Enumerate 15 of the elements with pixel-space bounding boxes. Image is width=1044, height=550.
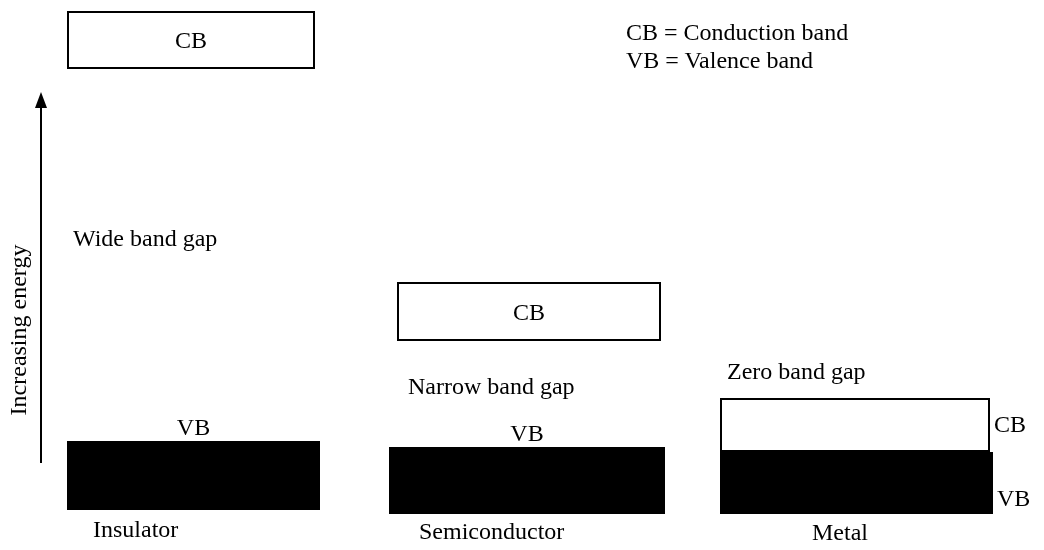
band-label: CB bbox=[513, 299, 545, 324]
gap-label: Zero band gap bbox=[727, 359, 866, 383]
band-label: VB bbox=[176, 414, 211, 440]
material-label: Semiconductor bbox=[419, 519, 565, 543]
gap-label: Narrow band gap bbox=[408, 374, 575, 398]
gap-label: Wide band gap bbox=[73, 226, 218, 250]
axis-label: Increasing energy bbox=[6, 244, 30, 416]
material-label: Metal bbox=[812, 520, 868, 544]
band-label: CB bbox=[175, 28, 207, 52]
band-label: VB bbox=[510, 420, 544, 446]
legend-text: VB = Valence band bbox=[626, 48, 814, 72]
band-label: CB bbox=[994, 411, 1026, 437]
material-label: Insulator bbox=[93, 517, 179, 541]
band-label: VB bbox=[997, 485, 1031, 511]
legend-text: CB = Conduction band bbox=[626, 20, 849, 44]
